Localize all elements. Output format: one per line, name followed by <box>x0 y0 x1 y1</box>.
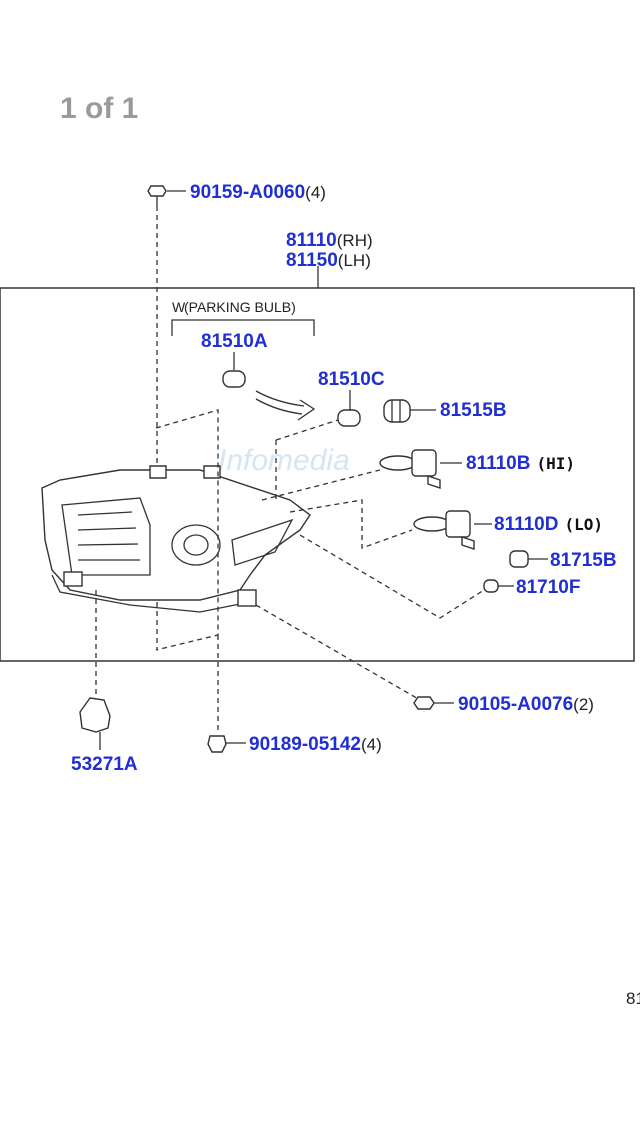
part-label-81710F[interactable]: 81710F <box>516 577 580 598</box>
bulb-socket-icon <box>383 399 411 423</box>
small-socket-icon <box>509 550 529 568</box>
part-label-81510C[interactable]: 81510C <box>318 369 385 390</box>
parking-bulb-a-icon <box>222 370 246 388</box>
part-label-81715B[interactable]: 81715B <box>550 550 617 571</box>
headlamp-assembly-icon <box>41 465 311 613</box>
watermark: Infomedia <box>218 444 350 477</box>
hi-beam-bulb-icon <box>379 449 441 489</box>
part-label-90159-A0060[interactable]: 90159-A0060(4) <box>190 182 326 203</box>
lo-beam-bulb-icon <box>413 510 475 550</box>
assembly-box <box>0 287 635 662</box>
box-note-prefix: W <box>172 299 186 315</box>
bolt-bottom-right-icon <box>413 696 435 710</box>
parking-bulb-c-icon <box>337 409 361 427</box>
box-note: (PARKING BULB) <box>184 299 296 315</box>
arrow-icon <box>255 390 316 421</box>
part-label-81515B[interactable]: 81515B <box>440 400 507 421</box>
part-label-81110[interactable]: 81110(RH) <box>286 230 373 251</box>
part-label-53271A[interactable]: 53271A <box>71 754 138 775</box>
clip-icon <box>207 735 227 753</box>
parking-bulb-bracket <box>171 319 315 336</box>
small-bulb-icon <box>483 579 499 593</box>
cut-off-label: 81 <box>626 989 640 1008</box>
page-counter: 1 of 1 <box>60 92 139 125</box>
part-label-81110D[interactable]: 81110D(LO) <box>494 514 603 535</box>
part-label-81110B[interactable]: 81110B(HI) <box>466 453 575 474</box>
part-label-81510A[interactable]: 81510A <box>201 331 268 352</box>
bracket-icon <box>79 697 111 733</box>
part-label-90189-05142[interactable]: 90189-05142(4) <box>249 734 382 755</box>
part-label-90105-A0076[interactable]: 90105-A0076(2) <box>458 694 594 715</box>
bolt-icon <box>147 185 167 206</box>
part-label-81150[interactable]: 81150(LH) <box>286 250 371 271</box>
